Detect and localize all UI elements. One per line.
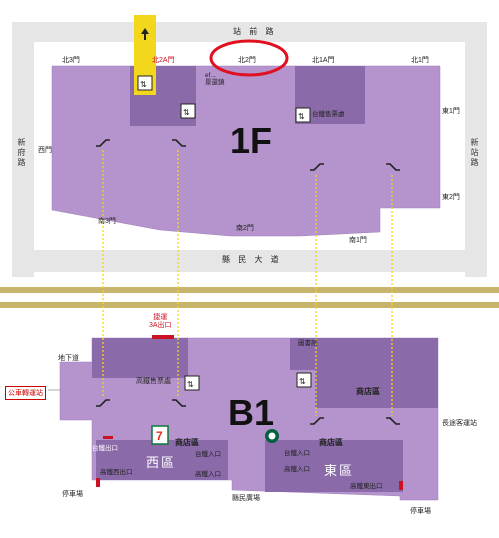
gate-south2[interactable]: 南2門	[236, 225, 254, 232]
elevator-glyph: ⇅	[140, 80, 147, 89]
starbucks-logo-inner	[268, 432, 276, 440]
elevator-glyphs: ⇅ ⇅ ⇅ ⇅ ⇅	[140, 80, 306, 389]
west-road	[12, 22, 34, 277]
b1-shop-block	[315, 370, 438, 408]
escalator-icon	[96, 399, 110, 407]
elevator-icon	[295, 107, 311, 123]
highlight-circle	[209, 39, 289, 77]
mrt-exit-marker	[152, 335, 174, 339]
gate-north2a[interactable]: 北2A門	[152, 57, 175, 64]
escalator-icon	[96, 139, 110, 147]
floor-label-1f: 1F	[230, 120, 273, 161]
west-zone-label: 西區	[146, 455, 177, 470]
gate-north2[interactable]: 北2門	[238, 57, 256, 64]
underpass-label: 地下道	[58, 355, 79, 362]
east-zone-label: 東區	[324, 463, 355, 478]
south-road	[12, 250, 487, 272]
north-road-label: 站 前 路	[233, 27, 277, 36]
gate-east2[interactable]: 東2門	[442, 194, 460, 201]
tra-exit-marker	[103, 436, 113, 439]
tra-exit-label[interactable]: 台鐵出口	[92, 445, 118, 452]
rail-band-top	[0, 287, 499, 293]
shop-label-1f: ef... 景還鎮	[205, 72, 225, 87]
gate-east1[interactable]: 東1門	[442, 108, 460, 115]
escalator-icon	[172, 139, 186, 147]
b1-west-zone	[96, 440, 228, 480]
hsr-east-exit-marker	[399, 481, 403, 490]
south-road-label: 縣 民 大 道	[222, 255, 282, 264]
elevator-glyph: ⇅	[183, 108, 190, 117]
escalator-links	[102, 150, 393, 416]
hsr-ticket-label: 高鐵售票處	[136, 378, 171, 385]
gate-south1[interactable]: 南1門	[349, 237, 367, 244]
east-road-label: 新站路	[470, 138, 479, 168]
elevator-icon	[180, 103, 196, 119]
hsr-west-exit-label[interactable]: 高鐵西出口	[100, 469, 133, 476]
seven-eleven-logo	[151, 425, 169, 445]
elevator-icon	[184, 375, 200, 391]
escalator-icon	[310, 417, 324, 425]
plaza-label: 縣民廣場	[232, 495, 260, 502]
gate-north1[interactable]: 北1門	[411, 57, 429, 64]
elevator-icons	[137, 75, 312, 391]
tra-entrance-east[interactable]: 台鐵入口	[284, 450, 310, 457]
bus-station-label[interactable]: 公車轉運站	[5, 386, 46, 400]
escalator-icon	[386, 163, 400, 171]
ticket-office-1f: 台鐵售票處	[312, 111, 345, 118]
escalator-icon	[386, 417, 400, 425]
floor-label-b1: B1	[228, 392, 275, 433]
gate-south3[interactable]: 南3門	[98, 218, 116, 225]
north-corridor	[134, 15, 156, 95]
hsr-entrance-west[interactable]: 高鐵入口	[195, 471, 221, 478]
hsr-east-exit-label[interactable]: 高鐵東出口	[350, 483, 383, 490]
hsr-entrance-east[interactable]: 高鐵入口	[284, 466, 310, 473]
gate-west[interactable]: 西門	[38, 147, 52, 154]
library-label: 圖書館	[298, 340, 318, 347]
hsr-west-exit-marker	[96, 478, 100, 487]
rail-band-bottom	[0, 302, 499, 308]
elevator-icon	[296, 372, 312, 388]
seven-eleven-numeral: 7	[156, 429, 163, 443]
escalator-icon	[172, 399, 186, 407]
elevator-glyph: ⇅	[187, 380, 194, 389]
store-area-west: 商店區	[175, 438, 199, 447]
tra-entrance-west[interactable]: 台鐵入口	[195, 451, 221, 458]
escalator-icons-1f	[96, 139, 400, 171]
gate-north1a[interactable]: 北1A門	[312, 57, 335, 64]
north-road	[12, 22, 487, 42]
escalator-icons-b1	[96, 399, 400, 425]
elevator-icon	[137, 75, 153, 91]
up-arrow-icon	[141, 28, 149, 34]
gate-north3[interactable]: 北3門	[62, 57, 80, 64]
store-area-east-block: 商店區	[356, 387, 380, 396]
b1-dark-north-right	[290, 338, 438, 370]
store-area-east: 商店區	[319, 438, 343, 447]
b1-east-zone	[265, 440, 403, 492]
parking-left-label: 停車場	[62, 491, 83, 498]
b1-dark-north-left	[92, 338, 188, 378]
mrt-exit-label[interactable]: 捷運 3A出口	[149, 314, 172, 330]
long-distance-bus-label[interactable]: 長途客運站	[442, 420, 477, 427]
east-road	[465, 22, 487, 277]
escalator-icon	[310, 163, 324, 171]
west-road-label: 新府路	[17, 138, 26, 168]
up-arrow-stem	[144, 34, 146, 40]
elevator-glyph: ⇅	[299, 377, 306, 386]
parking-right-label: 停車場	[410, 508, 431, 515]
elevator-glyph: ⇅	[298, 112, 305, 121]
